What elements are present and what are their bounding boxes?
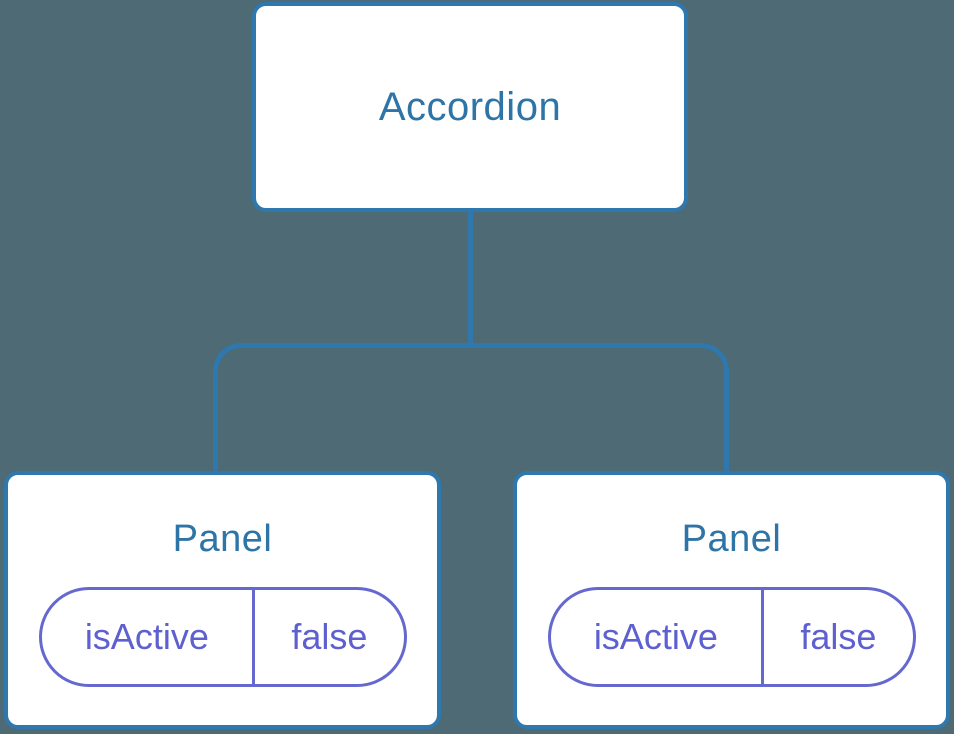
- panel-node-right: Panel isActive false: [513, 471, 950, 729]
- state-pill: isActive false: [38, 587, 407, 687]
- panel-node-label: Panel: [172, 518, 273, 560]
- connector-bracket-line: [213, 343, 729, 471]
- state-value: false: [252, 590, 403, 684]
- panel-node-label: Panel: [681, 518, 782, 560]
- state-value: false: [761, 590, 912, 684]
- accordion-node-label: Accordion: [378, 84, 562, 129]
- panel-node-left: Panel isActive false: [4, 471, 441, 729]
- connector-stem-line: [468, 210, 473, 346]
- state-key: isActive: [593, 616, 718, 657]
- state-key: isActive: [84, 616, 209, 657]
- accordion-node: Accordion: [252, 2, 688, 212]
- state-pill: isActive false: [547, 587, 916, 687]
